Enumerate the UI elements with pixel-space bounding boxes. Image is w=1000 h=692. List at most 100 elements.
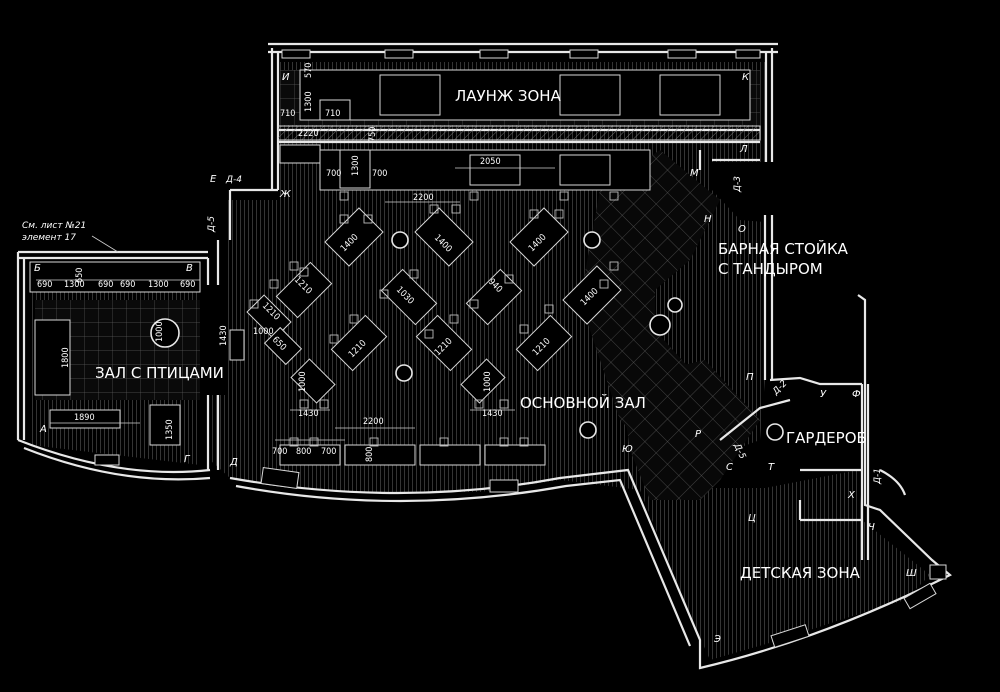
dim-label: 700	[326, 169, 341, 179]
chair	[309, 437, 319, 447]
chair	[299, 267, 309, 277]
dim-label: 710	[280, 109, 295, 119]
dim-label: 1000	[155, 321, 165, 342]
chair	[599, 279, 609, 289]
dim-label: 1000	[253, 327, 274, 337]
dimension-lines	[36, 167, 555, 441]
door-label: Д-4	[225, 175, 242, 185]
chair	[429, 204, 439, 214]
point-label: Р	[695, 429, 702, 440]
point-label: И	[282, 72, 290, 83]
dim-label: 2220	[298, 129, 319, 139]
dim-label: 700	[272, 447, 287, 457]
point-label: Г	[184, 454, 191, 465]
chair	[339, 191, 349, 201]
point-label: О	[738, 224, 746, 235]
point-label: А	[39, 424, 47, 435]
room-label-birds-hall: ЗАЛ С ПТИЦАМИ	[95, 364, 224, 382]
chair	[449, 314, 459, 324]
room-label-kids: ДЕТСКАЯ ЗОНА	[740, 564, 861, 582]
dim-label: 800	[296, 447, 311, 457]
dim-label: 1000	[483, 371, 493, 392]
reference-note-2: элемент 17	[22, 233, 76, 243]
dim-label: 700	[372, 169, 387, 179]
columns	[150, 231, 784, 441]
dim-label: 570	[304, 63, 314, 78]
chair	[319, 399, 329, 409]
dim-label: 1350	[165, 419, 175, 440]
dim-label: 700	[321, 447, 336, 457]
chair	[519, 437, 529, 447]
point-label: Н	[704, 214, 712, 225]
chair	[499, 399, 509, 409]
dim-label: 690	[120, 280, 135, 290]
room-label-bar-2: С ТАНДЫРОМ	[718, 260, 823, 278]
point-label: М	[690, 168, 699, 179]
chair	[424, 329, 434, 339]
point-label: Д	[229, 457, 238, 468]
chairs	[249, 191, 619, 447]
reference-note-1: См. лист №21	[22, 221, 86, 231]
room-label-lounge: ЛАУНЖ ЗОНА	[455, 87, 562, 105]
point-labels: А Б В Г Д Е Ж И К Л М Н О П Р С Т У Ф Х …	[34, 72, 917, 645]
chair	[339, 214, 349, 224]
chair	[409, 269, 419, 279]
chair	[379, 289, 389, 299]
dim-label: 1300	[64, 280, 85, 290]
chair	[269, 279, 279, 289]
point-label: Ю	[622, 444, 633, 455]
chair	[329, 334, 339, 344]
dim-label: 1800	[61, 347, 71, 368]
chair	[519, 324, 529, 334]
dim-label: 1300	[351, 155, 361, 176]
chair	[474, 399, 484, 409]
dim-label: 1430	[298, 409, 319, 419]
chair	[504, 274, 514, 284]
chair	[349, 314, 359, 324]
dim-label: 1890	[74, 413, 95, 423]
chair	[363, 214, 373, 224]
door-label: Д-1	[873, 468, 883, 485]
point-label: Ф	[852, 389, 861, 400]
room-label-main-hall: ОСНОВНОЙ ЗАЛ	[520, 393, 646, 412]
windows	[94, 49, 947, 648]
point-label: Ж	[279, 189, 292, 200]
point-label: В	[186, 263, 193, 274]
chair	[609, 191, 619, 201]
point-label: Т	[768, 462, 775, 473]
dim-label: 2050	[480, 157, 501, 167]
chair	[499, 437, 509, 447]
birds-hall-furniture	[29, 261, 245, 446]
point-label: Х	[847, 490, 856, 501]
point-label: С	[726, 462, 733, 473]
point-label: Ч	[868, 522, 875, 533]
point-label: П	[746, 372, 754, 383]
chair	[249, 299, 259, 309]
room-label-wardrobe: ГАРДЕРОБ	[786, 429, 867, 447]
dim-label: 1300	[304, 91, 314, 112]
chair	[451, 204, 461, 214]
door-label: Д-5	[207, 216, 217, 233]
dim-label: 1000	[298, 371, 308, 392]
point-label: Е	[210, 174, 217, 185]
dim-label: 2200	[413, 193, 434, 203]
point-label: К	[742, 72, 750, 83]
point-label: Ц	[748, 513, 756, 524]
dim-label: 800	[365, 447, 375, 462]
dim-label: 750	[368, 127, 378, 142]
dim-label: 2200	[363, 417, 384, 427]
chair	[469, 299, 479, 309]
dim-label: 710	[325, 109, 340, 119]
point-label: Э	[713, 634, 721, 645]
door-label: Д-3	[733, 176, 743, 193]
dim-label: 690	[180, 280, 195, 290]
chair	[299, 399, 309, 409]
dim-label: 1300	[148, 280, 169, 290]
point-label: Ш	[906, 568, 917, 579]
chair	[529, 209, 539, 219]
point-label: Л	[739, 144, 748, 155]
dim-label: 690	[37, 280, 52, 290]
chair	[439, 437, 449, 447]
dim-label: 650	[75, 268, 85, 283]
